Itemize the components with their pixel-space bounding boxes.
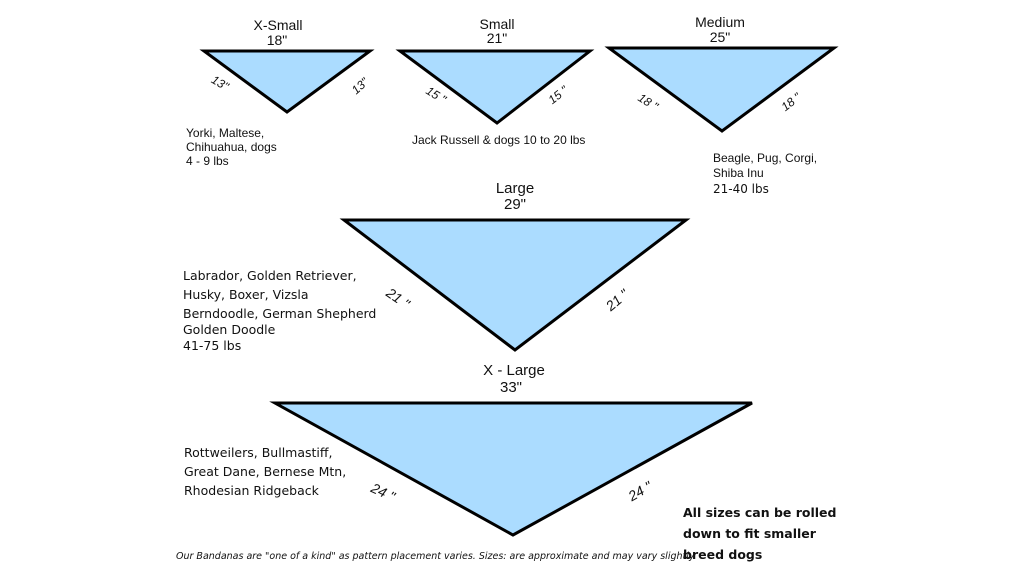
large-weight-range: 41-75 lbs (183, 338, 242, 353)
xsmall-breed-line: Yorki, Maltese, (186, 126, 265, 140)
medium-breed-list: Beagle, Pug, Corgi, Shiba Inu 21-40 lbs (713, 151, 817, 197)
medium-weight-range: 21-40 lbs (713, 182, 769, 196)
large-size-name: Large (496, 180, 534, 197)
medium-size-name: Medium (695, 14, 745, 30)
xlarge-size-name: X - Large (483, 362, 545, 379)
xlarge-bandana-triangle (269, 401, 753, 537)
medium-length: 25" (710, 29, 731, 45)
large-breed-list: Labrador, Golden Retriever, Husky, Boxer… (183, 266, 376, 355)
small-breed-line: Jack Russell & dogs 10 to 20 lbs (412, 133, 586, 147)
medium-side-left: 18 " (635, 91, 661, 114)
xsmall-breed-line: Chihuahua, dogs (186, 140, 277, 154)
large-breed-line: Husky, Boxer, Vizsla (183, 287, 309, 302)
xsmall-size-name: X-Small (253, 17, 302, 33)
large-breed-line: Labrador, Golden Retriever, (183, 268, 357, 283)
footer-disclaimer: Our Bandanas are "one of a kind" as patt… (176, 551, 695, 562)
large-length: 29" (504, 196, 526, 213)
xsmall-length: 18" (267, 32, 288, 48)
note-line: All sizes can be rolled (683, 505, 837, 520)
small-breed-list: Jack Russell & dogs 10 to 20 lbs (412, 133, 585, 147)
small-size-name: Small (479, 16, 514, 32)
xsmall-bandana-triangle (199, 49, 375, 114)
large-bandana-triangle (339, 218, 691, 352)
large-breed-line: Berndoodle, German Shepherd (183, 306, 377, 321)
xsmall-breed-list: Yorki, Maltese, Chihuahua, dogs 4 - 9 lb… (186, 126, 277, 168)
large-side-left: 21 " (383, 284, 414, 312)
medium-breed-line: Beagle, Pug, Corgi, (713, 151, 818, 165)
xlarge-length: 33" (500, 379, 522, 396)
medium-bandana-triangle (604, 46, 839, 133)
xsmall-weight-range: 4 - 9 lbs (186, 154, 229, 168)
xlarge-breed-list: Rottweilers, Bullmastiff, Great Dane, Be… (184, 443, 346, 500)
xsmall-side-left: 13" (209, 73, 232, 94)
note-line: breed dogs (683, 547, 763, 562)
small-length: 21" (487, 30, 508, 46)
medium-side-right: 18 " (778, 90, 804, 114)
xlarge-side-left: 24 " (368, 479, 399, 505)
medium-breed-line: Shiba Inu (713, 166, 764, 180)
small-side-right: 15 " (545, 83, 571, 107)
xsmall-side-right: 13" (349, 74, 372, 97)
small-bandana-triangle (395, 49, 595, 125)
large-side-right: 21 " (602, 285, 633, 314)
note-line: down to fit smaller (683, 526, 816, 541)
xlarge-breed-line: Rottweilers, Bullmastiff, (184, 445, 333, 460)
xlarge-breed-line: Great Dane, Bernese Mtn, (184, 464, 347, 479)
small-side-left: 15 " (423, 84, 449, 107)
xlarge-breed-line: Rhodesian Ridgeback (184, 483, 319, 498)
roll-down-note: All sizes can be rolled down to fit smal… (683, 502, 837, 565)
xlarge-side-right: 24 " (625, 477, 656, 504)
large-breed-line: Golden Doodle (183, 322, 276, 337)
